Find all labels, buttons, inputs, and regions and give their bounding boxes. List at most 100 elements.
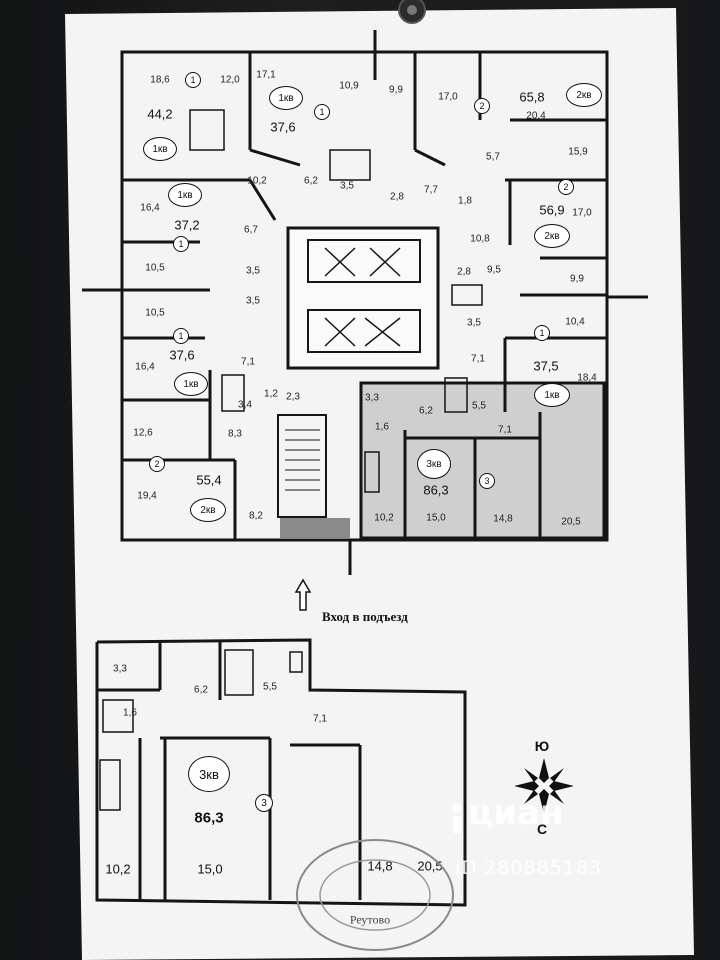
room-area: 12,0 <box>220 74 240 86</box>
entrance-arrow <box>294 578 312 611</box>
room-area: 1,6 <box>375 421 389 433</box>
room-area: 16,4 <box>135 361 155 373</box>
apartment-type-badge: 2кв <box>190 498 226 522</box>
room-area: 5,5 <box>263 681 277 693</box>
room-area: 3,5 <box>340 180 354 192</box>
room-area: 1,6 <box>123 707 137 719</box>
room-area: 6,2 <box>419 405 433 417</box>
compass-rose: Ю С <box>512 736 576 837</box>
room-area: 10,2 <box>105 861 131 877</box>
entrance-label: Вход в подъезд <box>322 609 408 624</box>
room-area: 10,4 <box>565 316 585 328</box>
room-area: 17,1 <box>256 69 276 81</box>
room-area: 20,4 <box>526 110 546 122</box>
room-area: 17,0 <box>572 207 592 219</box>
apartment-marker: 1 <box>314 104 330 120</box>
room-area: 3,5 <box>467 317 481 329</box>
room-area: 8,3 <box>228 428 242 440</box>
apartment-marker: 2 <box>149 456 165 472</box>
apartment-area: 44,2 <box>147 106 173 122</box>
apartment-type-badge: 3кв <box>188 756 230 792</box>
room-area: 2,3 <box>286 391 300 403</box>
stamp-text: Реутово <box>349 912 391 927</box>
room-area: 7,1 <box>471 353 485 365</box>
elevator-core <box>286 226 440 370</box>
room-area: 6,7 <box>244 224 258 236</box>
room-area: 5,7 <box>486 151 500 163</box>
room-area: 1,2 <box>264 388 278 400</box>
room-area: 9,5 <box>487 264 501 276</box>
apartment-area: 86,3 <box>194 809 224 827</box>
room-area: 6,2 <box>304 175 318 187</box>
room-area: 2,8 <box>390 191 404 203</box>
apartment-area: 37,2 <box>174 217 200 233</box>
apartment-marker: 3 <box>479 473 495 489</box>
room-area: 9,9 <box>389 84 403 96</box>
room-area: 10,9 <box>339 80 359 92</box>
room-area: 10,8 <box>470 233 490 245</box>
watermark-logo: циан <box>450 793 563 833</box>
apartment-type-badge: 1кв <box>168 183 202 207</box>
room-area: 2,8 <box>457 266 471 278</box>
apartment-marker: 1 <box>534 325 550 341</box>
top-floor-plan <box>82 30 648 575</box>
room-area: 7,7 <box>424 184 438 196</box>
apartment-type-badge: 3кв <box>417 449 451 479</box>
bottom-floor-plan <box>95 638 467 907</box>
person-icon <box>450 803 464 833</box>
compass-icon <box>514 758 574 814</box>
room-area: 3,3 <box>113 663 127 675</box>
room-area: 15,0 <box>426 512 446 524</box>
room-area: 3,3 <box>365 392 379 404</box>
room-area: 15,0 <box>197 861 223 877</box>
apartment-type-badge: 1кв <box>174 372 208 396</box>
compass-bottom-label: С <box>536 821 548 837</box>
room-area: 9,9 <box>570 273 584 285</box>
room-area: 17,0 <box>438 91 458 103</box>
apartment-marker: 3 <box>255 794 273 812</box>
apartment-area: 86,3 <box>423 482 449 498</box>
apartment-marker: 1 <box>173 236 189 252</box>
room-area: 3,5 <box>246 295 260 307</box>
room-area: 3,4 <box>238 399 252 411</box>
watermark-brand: циан <box>468 793 564 833</box>
watermark-listing-id: ID 280885183 <box>455 857 603 879</box>
room-area: 19,4 <box>137 490 157 502</box>
apartment-type-badge: 1кв <box>269 86 303 110</box>
room-area: 16,4 <box>140 202 160 214</box>
apartment-area: 37,6 <box>270 119 296 135</box>
apartment-type-badge: 2кв <box>566 83 602 107</box>
room-area: 10,2 <box>374 512 394 524</box>
room-area: 7,1 <box>313 713 327 725</box>
apartment-area: 56,9 <box>539 202 565 218</box>
room-area: 1,8 <box>458 195 472 207</box>
apartment-area: 37,5 <box>533 358 559 374</box>
room-area: 18,4 <box>577 372 597 384</box>
room-area: 5,5 <box>472 400 486 412</box>
room-area: 20,5 <box>561 516 581 528</box>
apartment-area: 37,6 <box>169 347 195 363</box>
room-area: 14,8 <box>493 513 513 525</box>
room-area: 6,2 <box>194 684 208 696</box>
apartment-area: 65,8 <box>519 89 545 105</box>
apartment-marker: 1 <box>173 328 189 344</box>
apartment-type-badge: 2кв <box>534 224 570 248</box>
apartment-type-badge: 1кв <box>143 137 177 161</box>
room-area: 14,8 <box>367 858 393 874</box>
room-area: 15,9 <box>568 146 588 158</box>
room-area: 8,2 <box>249 510 263 522</box>
apartment-marker: 2 <box>558 179 574 195</box>
seal-stamp <box>296 839 454 951</box>
apartment-marker: 2 <box>474 98 490 114</box>
room-area: 7,1 <box>241 356 255 368</box>
staircase <box>277 414 327 518</box>
room-area: 10,5 <box>145 307 165 319</box>
apartment-area: 55,4 <box>196 472 222 488</box>
room-area: 3,5 <box>246 265 260 277</box>
room-area: 10,2 <box>247 175 267 187</box>
apartment-type-badge: 1кв <box>534 383 570 407</box>
room-area: 12,6 <box>133 427 153 439</box>
room-area: 10,5 <box>145 262 165 274</box>
apartment-marker: 1 <box>185 72 201 88</box>
